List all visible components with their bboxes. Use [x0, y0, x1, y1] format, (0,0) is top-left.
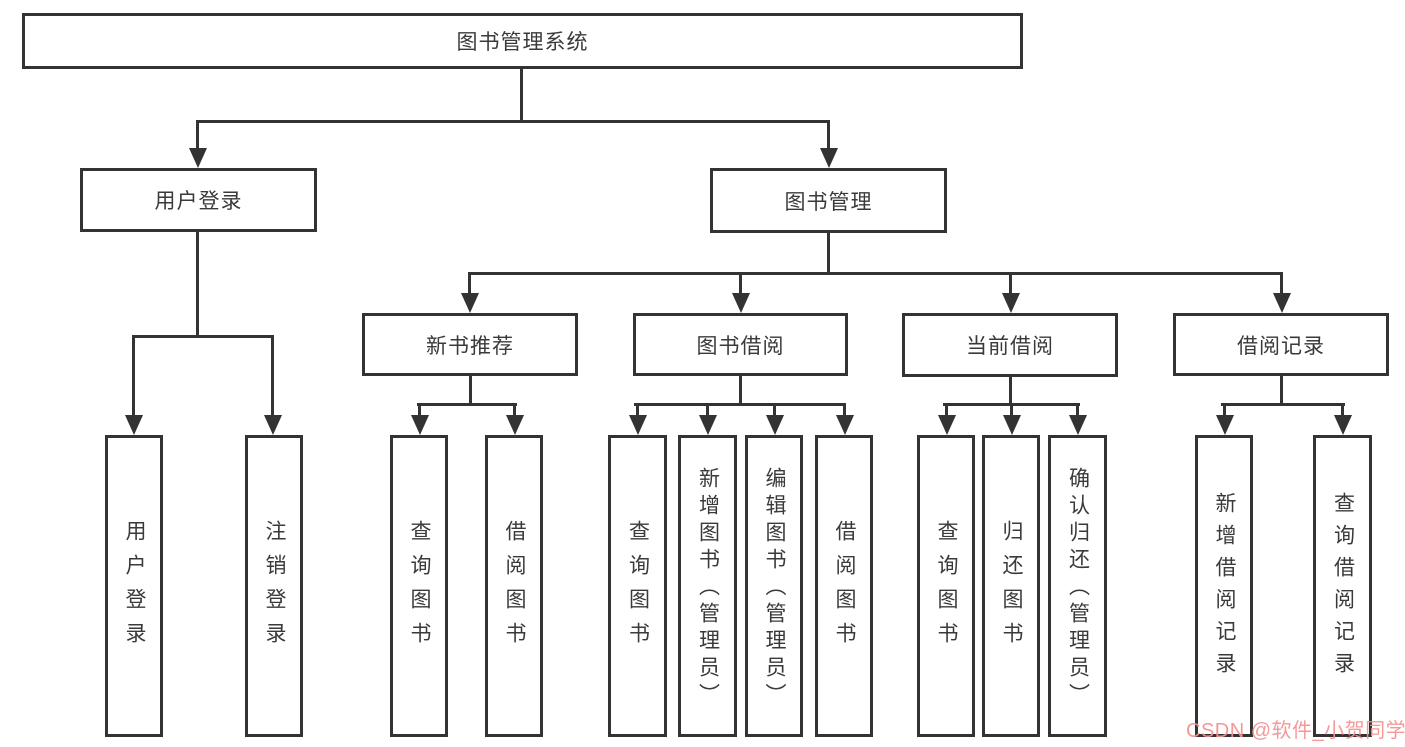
arrow-down [820, 148, 838, 168]
connector-line [1280, 272, 1283, 296]
node-book-borrowing: 图书借阅 [633, 313, 848, 376]
connector-line [1223, 403, 1226, 418]
arrow-down [938, 415, 956, 435]
connector-line [706, 403, 709, 418]
node-library-management-system: 图书管理系统 [22, 13, 1023, 69]
arrow-down [1002, 293, 1020, 313]
connector-line [1010, 403, 1013, 418]
connector-line [1221, 403, 1345, 406]
arrow-down [1069, 415, 1087, 435]
connector-line [513, 403, 516, 418]
arrow-down [411, 415, 429, 435]
connector-line [417, 403, 517, 406]
connector-line [827, 231, 830, 275]
connector-line [1076, 403, 1079, 418]
arrow-down [1273, 293, 1291, 313]
csdn-watermark: CSDN @软件_小贺同学 [1186, 720, 1405, 742]
node-borrowing-records: 借阅记录 [1173, 313, 1389, 376]
connector-line [196, 230, 199, 338]
leaf-return-books: 归还图书 [982, 435, 1040, 737]
connector-line [634, 403, 846, 406]
arrow-down [189, 148, 207, 168]
arrow-down [1003, 415, 1021, 435]
arrow-down [264, 415, 282, 435]
connector-line [132, 335, 274, 338]
arrow-down [1216, 415, 1234, 435]
node-current-borrowing: 当前借阅 [902, 313, 1118, 377]
leaf-add-borrow-record: 新增借阅记录 [1195, 435, 1253, 737]
connector-line [739, 272, 742, 296]
connector-line [418, 403, 421, 418]
arrow-down [629, 415, 647, 435]
leaf-user-login: 用户登录 [105, 435, 163, 737]
leaf-query-books-recommend: 查询图书 [390, 435, 448, 737]
arrow-down [836, 415, 854, 435]
connector-line [196, 120, 199, 152]
leaf-borrow-books-recommend: 借阅图书 [485, 435, 543, 737]
connector-line [132, 335, 135, 419]
connector-line [739, 374, 742, 406]
connector-line [843, 403, 846, 418]
arrow-down [732, 293, 750, 313]
leaf-logout: 注销登录 [245, 435, 303, 737]
leaf-edit-books-admin: 编辑图书（管理员） [745, 435, 803, 737]
node-book-management: 图书管理 [710, 168, 947, 233]
connector-line [271, 335, 274, 419]
connector-line [520, 68, 523, 123]
leaf-query-books-borrowing: 查询图书 [608, 435, 667, 737]
connector-line [773, 403, 776, 418]
leaf-borrow-books-borrowing: 借阅图书 [815, 435, 873, 737]
connector-line [468, 272, 471, 296]
arrow-down [699, 415, 717, 435]
leaf-query-borrow-record: 查询借阅记录 [1313, 435, 1372, 737]
arrow-down [1334, 415, 1352, 435]
arrow-down [125, 415, 143, 435]
connector-line [196, 120, 830, 123]
connector-line [1009, 272, 1012, 296]
leaf-confirm-return-admin: 确认归还（管理员） [1048, 435, 1107, 737]
connector-line [636, 403, 639, 418]
leaf-add-books-admin: 新增图书（管理员） [678, 435, 737, 737]
node-user-login: 用户登录 [80, 168, 317, 232]
leaf-query-books-current: 查询图书 [917, 435, 975, 737]
arrow-down [506, 415, 524, 435]
connector-line [468, 272, 1283, 275]
connector-line [1280, 374, 1283, 406]
arrow-down [766, 415, 784, 435]
arrow-down [461, 293, 479, 313]
connector-line [827, 120, 830, 152]
connector-line [1341, 403, 1344, 418]
connector-line [1009, 375, 1012, 406]
connector-line [945, 403, 948, 418]
node-new-book-recommendation: 新书推荐 [362, 313, 578, 376]
connector-line [469, 374, 472, 406]
